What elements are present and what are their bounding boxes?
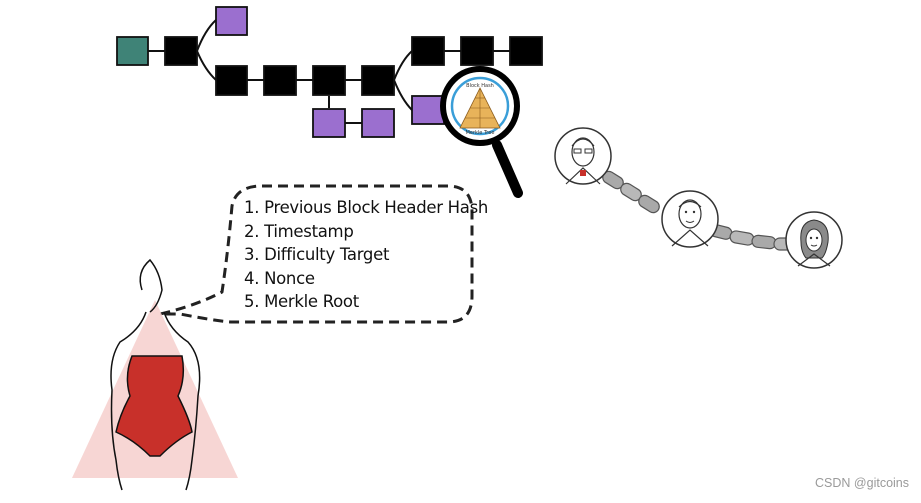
tree-connector xyxy=(393,50,413,81)
main-block xyxy=(509,36,543,66)
orphan-block xyxy=(361,108,395,138)
main-block xyxy=(460,36,494,66)
magnifier-label-bottom: Merkle Tree xyxy=(466,130,495,136)
header-field-item: 3. Difficulty Target xyxy=(244,245,390,264)
tree-connector xyxy=(196,19,217,52)
header-field-item: 5. Merkle Root xyxy=(244,292,359,311)
person-avatar-1 xyxy=(554,127,612,185)
red-dress xyxy=(115,355,193,457)
main-block xyxy=(164,36,198,66)
header-field-item: 2. Timestamp xyxy=(244,221,354,241)
orphan-block xyxy=(411,95,445,125)
person-figure xyxy=(72,258,238,491)
tree-connector xyxy=(196,50,217,81)
watermark: CSDN @gitcoins xyxy=(815,476,909,490)
merkle-pyramid-icon xyxy=(459,87,501,129)
header-field-item: 1. Previous Block Header Hash xyxy=(244,198,489,217)
main-block xyxy=(215,65,248,96)
body-outline xyxy=(110,311,201,491)
orphan-block xyxy=(312,108,346,138)
speech-bubble xyxy=(158,184,474,324)
chain-links xyxy=(602,170,795,251)
orphan-block xyxy=(215,6,248,36)
main-block xyxy=(263,65,297,96)
person-avatar-3 xyxy=(785,211,843,269)
blocks xyxy=(116,6,543,138)
header-field-list: 1. Previous Block Header Hash 2. Timesta… xyxy=(244,196,489,314)
tree-connector xyxy=(393,79,413,111)
block-tree xyxy=(148,19,510,124)
magnifier-label-top: Block Hash xyxy=(466,83,494,89)
magnifier-icon: Block Hash Merkle Tree xyxy=(440,66,523,198)
header-field-item: 4. Nonce xyxy=(244,268,315,288)
person-avatar-2 xyxy=(661,190,719,248)
head-outline xyxy=(139,258,163,313)
people-chain xyxy=(554,127,843,269)
genesis-block xyxy=(116,36,149,66)
main-block xyxy=(411,36,445,66)
magnifier-handle xyxy=(492,140,523,198)
main-block xyxy=(361,65,395,96)
main-block xyxy=(312,65,346,96)
